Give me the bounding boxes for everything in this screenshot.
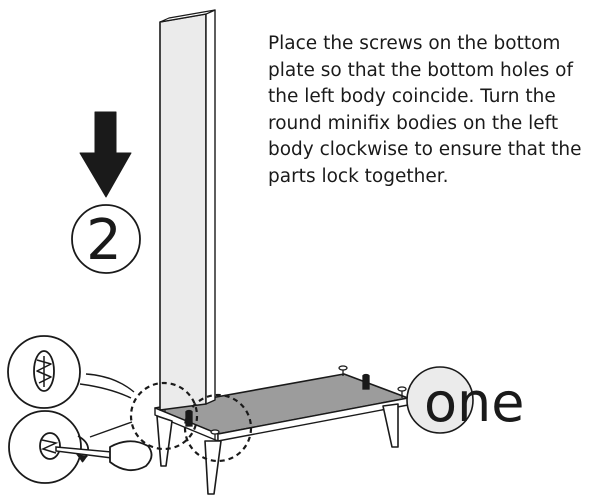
detail-circles: [129, 381, 253, 463]
step-number-label: 2: [86, 208, 122, 273]
leader-lines: [79, 373, 135, 438]
leg-front: [204, 440, 222, 495]
plate-legs: [156, 403, 399, 495]
leg-left: [156, 415, 173, 467]
instruction-text: Place the screws on the bottom plate so …: [268, 33, 582, 187]
left-side-panel: [159, 9, 216, 411]
step-badge: 2: [71, 204, 141, 274]
dowel-right: [362, 373, 370, 390]
screw-back-2: [397, 386, 407, 398]
part-label: one: [424, 371, 525, 434]
screw-front-center: [210, 429, 220, 440]
down-arrow-icon: [79, 111, 132, 198]
screwdriver-detail-icon: [8, 410, 153, 484]
detail-circle-right: [183, 393, 253, 463]
screw-back-1: [338, 365, 348, 376]
detail-circle-left: [129, 381, 199, 451]
leg-right: [382, 403, 399, 448]
minifix-detail-icon: [7, 335, 81, 409]
part-badge: one: [406, 366, 525, 434]
